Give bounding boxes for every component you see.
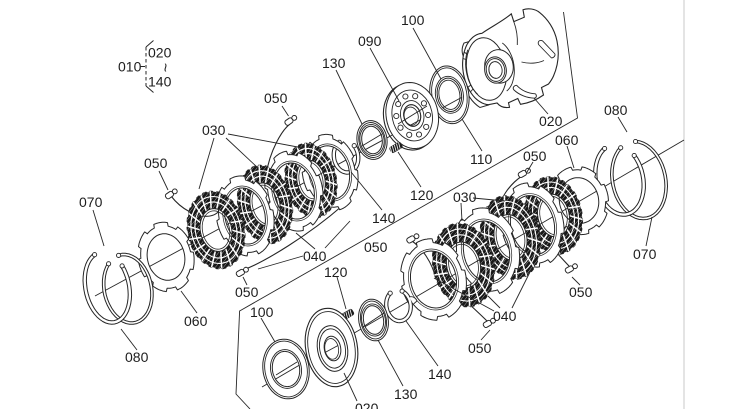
svg-text:100: 100 xyxy=(250,304,274,320)
svg-text:140: 140 xyxy=(372,210,396,226)
svg-text:070: 070 xyxy=(79,194,103,210)
svg-text:050: 050 xyxy=(264,90,288,106)
svg-text:060: 060 xyxy=(555,132,579,148)
svg-text:~: ~ xyxy=(156,63,173,72)
svg-text:050: 050 xyxy=(468,340,492,356)
svg-text:080: 080 xyxy=(604,102,628,118)
svg-text:140: 140 xyxy=(148,74,172,90)
svg-text:120: 120 xyxy=(324,264,348,280)
svg-text:020: 020 xyxy=(539,113,563,129)
svg-text:050: 050 xyxy=(364,239,388,255)
svg-text:040: 040 xyxy=(303,248,327,264)
svg-text:030: 030 xyxy=(453,189,477,205)
svg-text:090: 090 xyxy=(358,33,382,49)
svg-text:050: 050 xyxy=(523,148,547,164)
svg-text:130: 130 xyxy=(394,386,418,402)
svg-text:050: 050 xyxy=(235,284,259,300)
svg-text:140: 140 xyxy=(428,366,452,382)
svg-text:020: 020 xyxy=(355,400,379,409)
svg-text:020: 020 xyxy=(148,45,172,61)
svg-text:050: 050 xyxy=(569,284,593,300)
svg-text:050: 050 xyxy=(144,155,168,171)
svg-text:010: 010 xyxy=(118,59,142,75)
svg-text:060: 060 xyxy=(184,313,208,329)
svg-text:080: 080 xyxy=(125,349,149,365)
svg-text:040: 040 xyxy=(493,308,517,324)
svg-text:070: 070 xyxy=(633,246,657,262)
svg-text:110: 110 xyxy=(470,151,493,167)
svg-text:120: 120 xyxy=(410,187,434,203)
svg-text:100: 100 xyxy=(401,12,425,28)
svg-text:130: 130 xyxy=(322,55,346,71)
svg-text:030: 030 xyxy=(202,122,226,138)
